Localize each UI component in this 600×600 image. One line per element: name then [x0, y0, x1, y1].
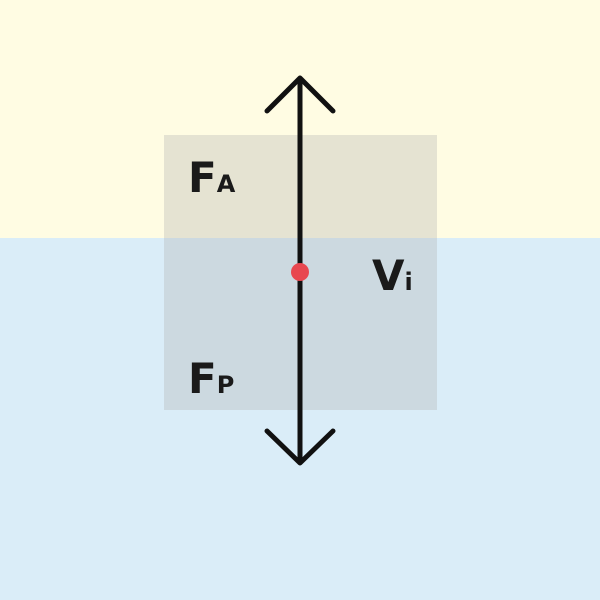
center-of-buoyancy-point	[291, 263, 309, 281]
buoyant-force-arrowhead	[264, 75, 336, 114]
immersed-volume-label: Vi	[372, 255, 413, 297]
gravity-force-arrowhead	[264, 428, 336, 466]
immersed-volume-subscript: i	[404, 268, 413, 296]
gravity-force-subscript: P	[216, 371, 235, 399]
buoyant-force-subscript: A	[216, 170, 236, 198]
immersed-volume-symbol: V	[372, 251, 405, 300]
buoyant-force-label: FA	[188, 157, 235, 199]
buoyant-force-symbol: F	[188, 153, 217, 202]
gravity-force-label: FP	[188, 358, 234, 400]
gravity-force-symbol: F	[188, 354, 217, 403]
